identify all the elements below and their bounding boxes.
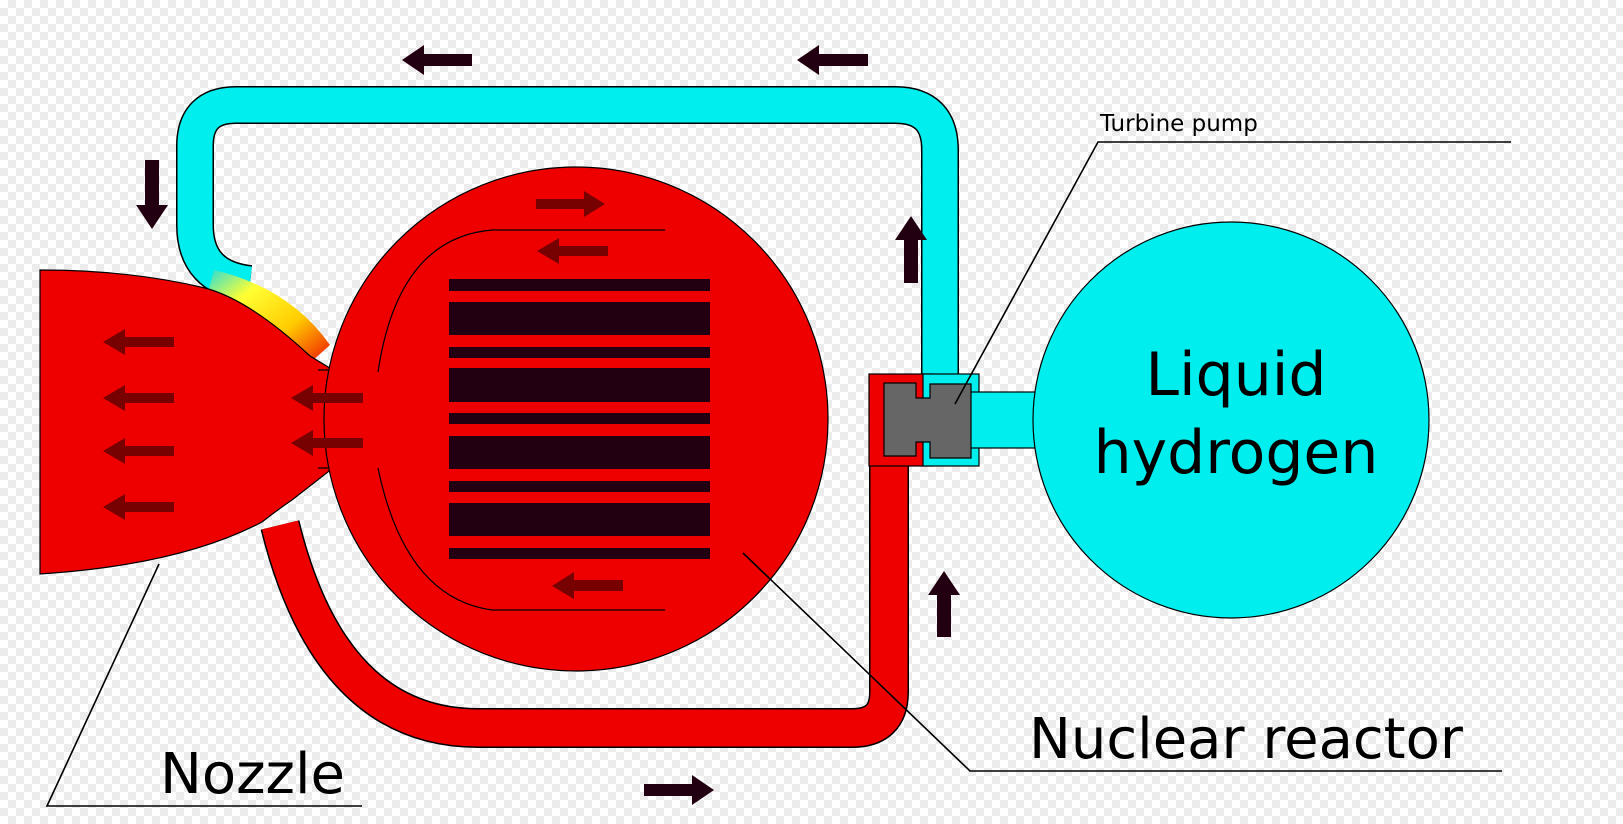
arrow-icon (895, 216, 927, 283)
liquid-hydrogen-tank (1032, 221, 1430, 619)
turbine-icon (883, 382, 972, 459)
arrow-icon (797, 45, 868, 75)
reactor-fuel-elements (449, 279, 710, 559)
reactor-inner-shroud (377, 229, 665, 611)
nuclear-reactor-label: Nuclear reactor (1029, 707, 1464, 772)
fuel-element (449, 503, 710, 536)
arrow-icon (291, 430, 363, 456)
arrow-icon (402, 45, 472, 75)
turbine-pump-label: Turbine pump (1099, 111, 1258, 137)
arrow-icon (644, 775, 714, 805)
fuel-element (449, 279, 710, 291)
arrow-icon (536, 191, 605, 217)
arrow-icon (103, 438, 174, 464)
fuel-element (449, 413, 710, 424)
liquid-hydrogen-label-line2: hydrogen (1094, 418, 1379, 488)
coolant-feed-pipe (176, 86, 959, 378)
arrow-icon (103, 494, 174, 520)
arrow-icon (537, 238, 608, 264)
fuel-element (449, 436, 710, 469)
arrow-icon (291, 385, 363, 411)
fuel-element (449, 481, 710, 492)
fuel-element (449, 368, 710, 402)
fuel-element (449, 548, 710, 559)
tank-outlet-neck (969, 391, 1041, 449)
flow-arrows-inner (103, 191, 623, 599)
turbine-pump-leader-line (954, 141, 1511, 405)
nozzle-label: Nozzle (160, 742, 345, 807)
hot-return-pipe (260, 458, 909, 748)
fuel-element (449, 347, 710, 358)
flow-arrows-outer (136, 45, 960, 805)
arrow-icon (103, 329, 174, 355)
arrow-icon (103, 385, 174, 411)
nozzle-leader-line (45, 563, 362, 807)
arrow-icon (928, 571, 960, 637)
arrow-icon (136, 160, 168, 229)
fuel-element (449, 302, 710, 335)
liquid-hydrogen-label-line1: Liquid (1146, 340, 1327, 410)
nuclear-reactor-leader-line (742, 552, 1502, 772)
arrow-icon (552, 572, 623, 599)
